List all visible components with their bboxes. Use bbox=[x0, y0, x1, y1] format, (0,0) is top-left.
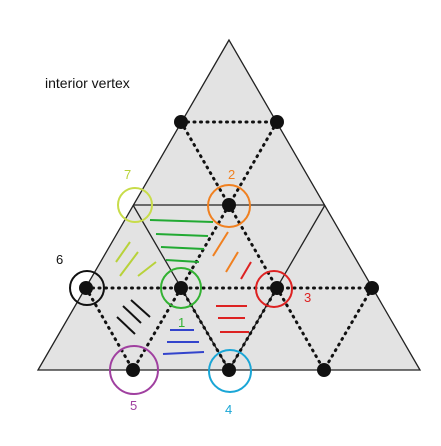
vertex-dot bbox=[270, 281, 284, 295]
circle-vertex-5 bbox=[109, 345, 159, 395]
hatch-blue bbox=[162, 329, 205, 355]
circle-vertex-6 bbox=[69, 270, 105, 306]
hatch-lime bbox=[115, 241, 157, 277]
vertex-dot bbox=[174, 281, 188, 295]
label-5: 5 bbox=[130, 398, 137, 413]
vertex-dot bbox=[222, 363, 236, 377]
circle-vertex-7 bbox=[117, 187, 153, 223]
vertex-dots bbox=[79, 115, 379, 377]
label-1: 1 bbox=[178, 315, 185, 330]
circle-vertex-1 bbox=[160, 267, 202, 309]
label-3: 3 bbox=[304, 290, 311, 305]
vertex-dot bbox=[79, 281, 93, 295]
hatch-orange bbox=[212, 231, 239, 273]
diagram-title: interior vertex bbox=[45, 75, 130, 91]
vertex-dot bbox=[270, 115, 284, 129]
label-6: 6 bbox=[56, 252, 63, 267]
label-4: 4 bbox=[225, 402, 232, 417]
circle-vertex-2 bbox=[207, 184, 251, 228]
vertex-dot bbox=[365, 281, 379, 295]
circle-vertex-4 bbox=[208, 349, 252, 393]
circle-vertex-3 bbox=[255, 270, 293, 308]
hatch-red-lower bbox=[216, 305, 249, 333]
vertex-dot bbox=[126, 363, 140, 377]
hatch-green bbox=[149, 219, 214, 263]
vertex-dot bbox=[222, 198, 236, 212]
vertex-dot bbox=[174, 115, 188, 129]
label-2: 2 bbox=[228, 167, 235, 182]
dotted-edges bbox=[84, 120, 374, 372]
label-7: 7 bbox=[124, 167, 131, 182]
hatch-black bbox=[116, 299, 151, 335]
vertex-dot bbox=[317, 363, 331, 377]
hatch-red-upper bbox=[240, 261, 252, 280]
